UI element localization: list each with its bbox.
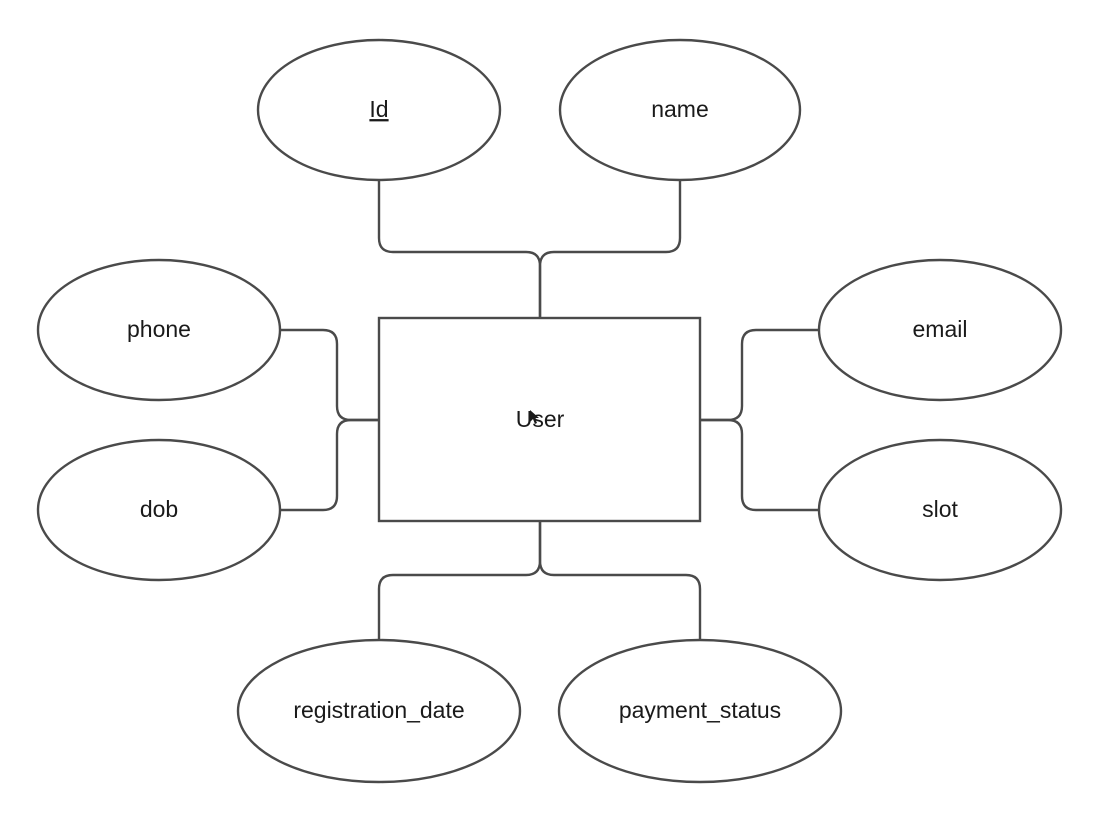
connector-payment-status-to-user [538, 521, 702, 640]
attribute-ellipse-registration-date[interactable] [236, 638, 522, 784]
connector-phone-to-user [280, 328, 379, 422]
attribute-label-id: Id [369, 96, 388, 122]
connector-email-to-user [700, 328, 819, 422]
attribute-ellipse-payment-status[interactable] [557, 638, 843, 784]
attribute-node-name[interactable]: name [558, 38, 802, 182]
connector-name-to-user [538, 180, 682, 318]
entity-rectangle-user[interactable] [377, 316, 702, 523]
attribute-node-email[interactable]: email [817, 258, 1063, 402]
connector-group [280, 180, 819, 640]
attribute-ellipse-slot[interactable] [817, 438, 1063, 582]
attribute-node-id[interactable]: Id [256, 38, 502, 182]
attribute-label-phone: phone [127, 316, 191, 342]
connector-registration-date-to-user [377, 521, 542, 640]
attribute-label-payment-status: payment_status [619, 697, 781, 723]
attribute-label-slot: slot [922, 496, 958, 522]
attribute-node-dob[interactable]: dob [36, 438, 282, 582]
mouse-cursor-icon [530, 410, 539, 424]
attribute-node-slot[interactable]: slot [817, 438, 1063, 582]
attribute-ellipse-email[interactable] [817, 258, 1063, 402]
attribute-node-phone[interactable]: phone [36, 258, 282, 402]
attribute-label-dob: dob [140, 496, 178, 522]
connector-id-to-user [377, 180, 542, 318]
connector-slot-to-user [700, 418, 819, 512]
attribute-ellipse-id[interactable] [256, 38, 502, 182]
attribute-ellipse-name[interactable] [558, 38, 802, 182]
attribute-label-name: name [651, 96, 709, 122]
attribute-label-registration-date: registration_date [293, 697, 464, 723]
entity-node-user[interactable]: User [377, 316, 702, 523]
entity-label-user: User [516, 406, 565, 432]
attribute-node-payment-status[interactable]: payment_status [557, 638, 843, 784]
attribute-ellipse-dob[interactable] [36, 438, 282, 582]
attribute-node-registration-date[interactable]: registration_date [236, 638, 522, 784]
connector-dob-to-user [280, 418, 379, 512]
attribute-ellipse-phone[interactable] [36, 258, 282, 402]
attribute-label-email: email [913, 316, 968, 342]
